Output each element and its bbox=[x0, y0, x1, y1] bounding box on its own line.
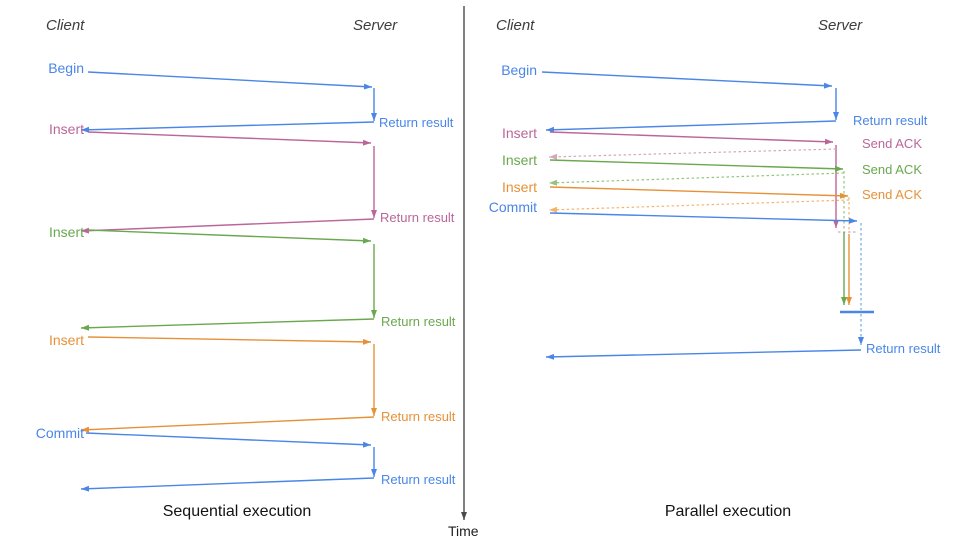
par-insert2-ack bbox=[548, 171, 845, 230]
par-commit-request-arrow bbox=[549, 212, 858, 224]
par-insert3-ack bbox=[548, 197, 850, 232]
par-insert1-request-arrow bbox=[549, 131, 834, 145]
par-title: Parallel execution bbox=[664, 503, 792, 520]
seq-begin-return-label: Return result bbox=[379, 115, 454, 130]
par-insert3-request-arrow bbox=[549, 186, 849, 199]
seq-insert3-return-label: Return result bbox=[381, 409, 456, 424]
par-begin-return-label: Return result bbox=[853, 113, 928, 128]
seq-insert3-request-arrow bbox=[87, 336, 372, 345]
par-insert2-ack-arrow bbox=[548, 172, 845, 186]
seq-insert3-flow bbox=[80, 336, 377, 433]
par-client-label: Client bbox=[496, 17, 535, 34]
par-begin-flow bbox=[541, 71, 839, 133]
seq-begin-request-arrow bbox=[87, 71, 373, 90]
seq-commit-return-arrow bbox=[80, 477, 375, 492]
seq-server-label: Server bbox=[353, 17, 398, 34]
par-insert3-ack-arrow bbox=[548, 199, 850, 213]
par-begin-return-arrow bbox=[545, 120, 837, 133]
par-insert1-flow bbox=[549, 131, 839, 228]
par-commit-flow bbox=[545, 212, 874, 360]
seq-insert3-label: Insert bbox=[48, 332, 84, 348]
par-insert3-ack-label: Send ACK bbox=[862, 187, 922, 202]
seq-insert2-flow bbox=[80, 229, 377, 331]
seq-insert1-label: Insert bbox=[48, 121, 84, 137]
par-commit-return-label: Return result bbox=[866, 341, 941, 356]
par-insert1-label: Insert bbox=[501, 125, 537, 141]
par-insert3-flow bbox=[549, 186, 852, 305]
seq-begin-return-arrow bbox=[80, 121, 375, 133]
seq-insert2-return-label: Return result bbox=[381, 314, 456, 329]
seq-insert2-label: Insert bbox=[48, 224, 84, 240]
par-commit-return-arrow bbox=[545, 349, 862, 360]
time-axis-label: Time bbox=[448, 523, 479, 539]
seq-commit-label: Commit bbox=[35, 425, 84, 441]
seq-insert1-return-arrow bbox=[80, 218, 375, 234]
par-insert3-label: Insert bbox=[501, 179, 537, 195]
par-insert1-ack-arrow bbox=[548, 148, 837, 160]
par-insert1-ack bbox=[548, 148, 857, 233]
seq-commit-request-arrow bbox=[85, 432, 372, 448]
seq-begin-label: Begin bbox=[48, 60, 84, 76]
seq-title: Sequential execution bbox=[162, 503, 312, 520]
par-insert2-label: Insert bbox=[501, 152, 537, 168]
seq-insert2-return-arrow bbox=[80, 318, 375, 331]
seq-client-label: Client bbox=[46, 17, 85, 34]
par-commit-label: Commit bbox=[488, 199, 537, 215]
seq-insert1-flow bbox=[80, 131, 377, 234]
seq-commit-return-label: Return result bbox=[381, 472, 456, 487]
par-insert2-ack-label: Send ACK bbox=[862, 162, 922, 177]
par-insert2-request-arrow bbox=[549, 159, 844, 172]
par-server-label: Server bbox=[818, 17, 863, 34]
seq-begin-flow bbox=[80, 71, 377, 133]
par-begin-label: Begin bbox=[501, 62, 537, 78]
seq-commit-flow bbox=[80, 432, 377, 492]
par-insert2-flow bbox=[549, 159, 847, 305]
par-begin-request-arrow bbox=[541, 71, 833, 89]
seq-insert1-request-arrow bbox=[87, 131, 372, 146]
par-insert1-ack-label: Send ACK bbox=[862, 136, 922, 151]
seq-insert3-return-arrow bbox=[80, 416, 375, 433]
seq-insert1-return-label: Return result bbox=[380, 210, 455, 225]
seq-insert2-request-arrow bbox=[87, 229, 372, 244]
